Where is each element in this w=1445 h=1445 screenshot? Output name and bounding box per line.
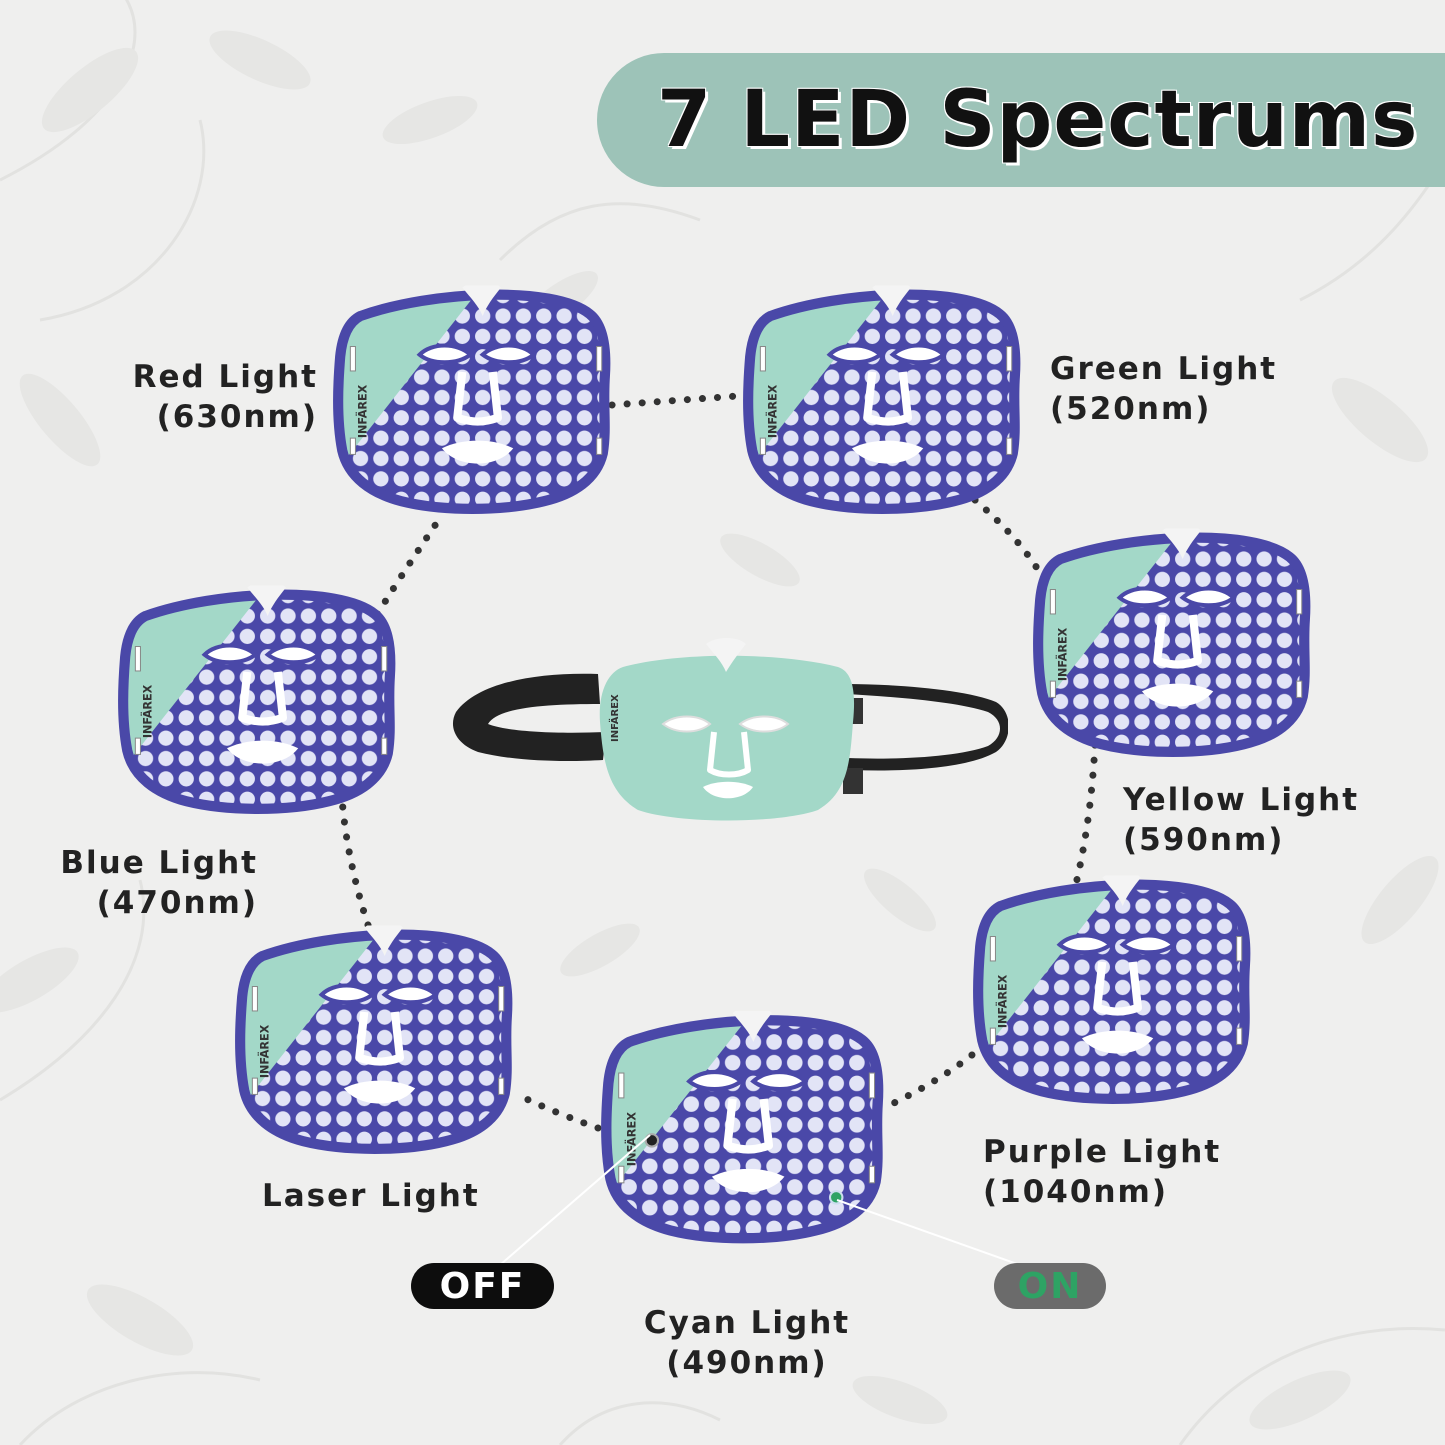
left-strap bbox=[452, 673, 606, 762]
title-banner: 7 LED Spectrums bbox=[597, 53, 1445, 187]
label-red-light: Red Light (630nm) bbox=[132, 359, 318, 435]
label-yellow-light: Yellow Light (590nm) bbox=[1123, 782, 1360, 858]
brand-mark: INFÄREX bbox=[766, 384, 780, 438]
label-laser-light: Laser Light bbox=[262, 1178, 480, 1214]
mask-green-light: INFÄREX bbox=[740, 285, 1025, 520]
mask-yellow-light: INFÄREX bbox=[1030, 528, 1315, 763]
page-title: 7 LED Spectrums bbox=[657, 75, 1419, 165]
mask-laser-light: INFÄREX bbox=[232, 925, 517, 1160]
brand-mark: INFÄREX bbox=[623, 1112, 638, 1167]
mask-blue-light: INFÄREX bbox=[115, 585, 400, 820]
mask-red-light: INFÄREX bbox=[330, 285, 615, 520]
brand-mark: INFÄREX bbox=[258, 1024, 272, 1078]
label-cyan-light: Cyan Light (490nm) bbox=[643, 1305, 851, 1381]
brand-mark: INFÄREX bbox=[996, 974, 1010, 1028]
brand-mark: INFÄREX bbox=[607, 694, 621, 742]
off-button-dot[interactable] bbox=[644, 1133, 660, 1148]
on-button-dot[interactable] bbox=[828, 1190, 844, 1205]
mask-purple-light: INFÄREX bbox=[970, 875, 1255, 1110]
label-purple-light: Purple Light (1040nm) bbox=[983, 1134, 1222, 1210]
right-strap bbox=[846, 684, 1008, 782]
on-button-label: ON bbox=[994, 1263, 1106, 1309]
label-blue-light: Blue Light (470nm) bbox=[60, 845, 258, 921]
brand-mark: INFÄREX bbox=[356, 384, 370, 438]
brand-mark: INFÄREX bbox=[1056, 627, 1070, 681]
off-button-label: OFF bbox=[411, 1263, 554, 1309]
silicone-mask bbox=[599, 655, 855, 821]
brand-mark: INFÄREX bbox=[141, 684, 155, 738]
center-mask-with-strap: INFÄREX bbox=[452, 638, 1008, 821]
label-green-light: Green Light (520nm) bbox=[1050, 351, 1278, 427]
mask-cyan-light: INFÄREX bbox=[598, 1010, 888, 1250]
